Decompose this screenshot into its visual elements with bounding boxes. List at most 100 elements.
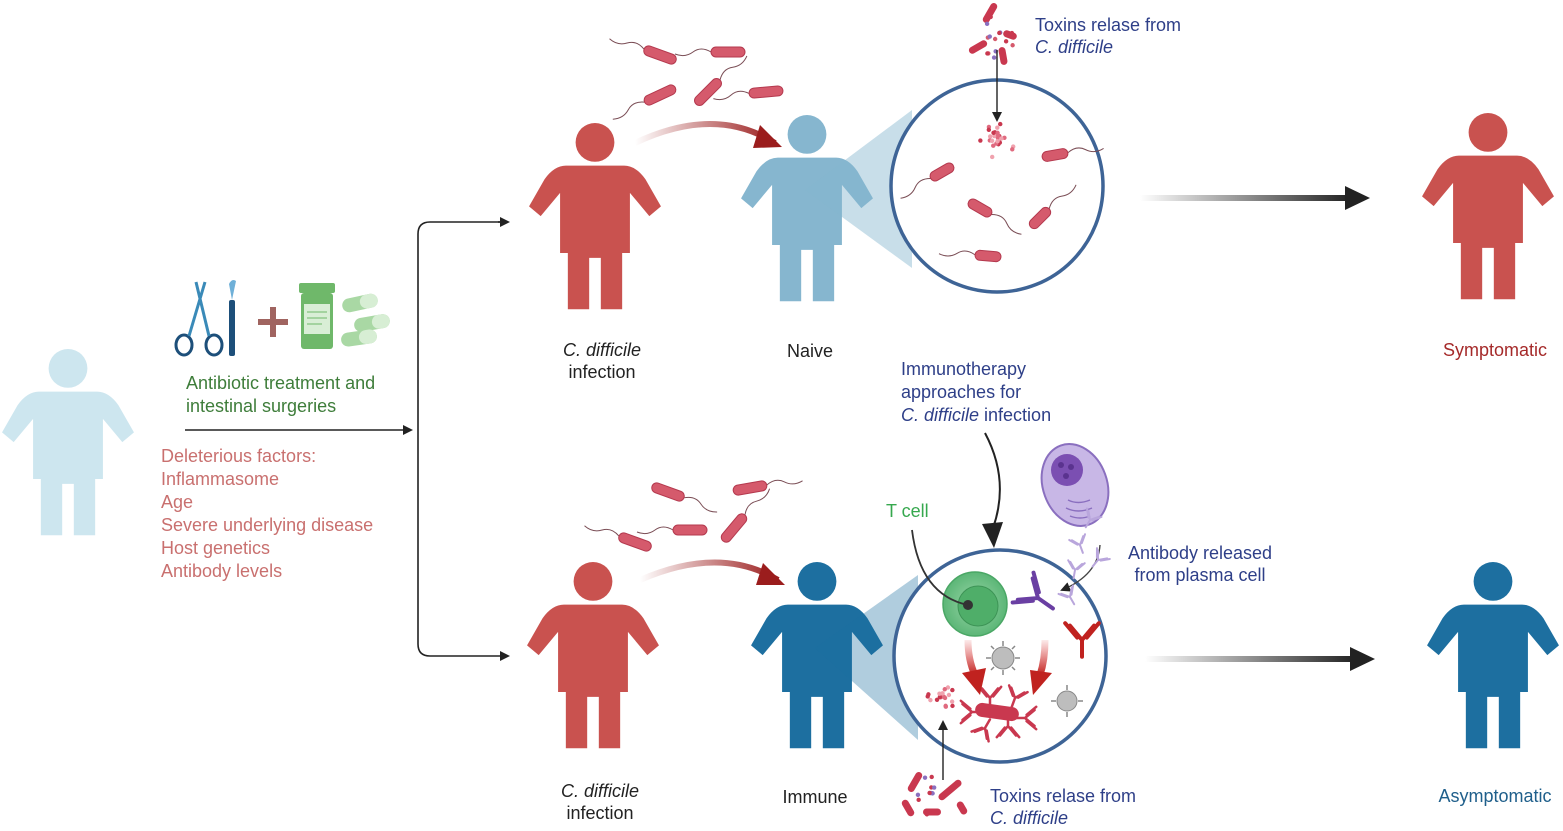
antibody-icon	[1007, 684, 1029, 709]
toxin-dot	[934, 697, 940, 702]
person-body	[2, 391, 134, 536]
toxin-dot	[991, 55, 997, 60]
top-infection-word: infection	[568, 362, 636, 382]
treatment-line-1: Antibiotic treatment and	[186, 373, 376, 393]
person-head	[575, 122, 615, 162]
branch-trunk	[417, 221, 510, 661]
toxin-dot	[995, 139, 1000, 144]
antibody-icon	[1091, 547, 1111, 568]
top-infection-organism: C. difficile	[562, 340, 642, 360]
bacterium-icon	[674, 46, 746, 58]
branch-connector	[185, 217, 510, 661]
antibody-icon	[1012, 705, 1038, 731]
antibody-icon	[1063, 621, 1101, 659]
bacterium-icon	[732, 479, 803, 496]
virus-icon	[1051, 685, 1083, 717]
toxin-dot	[978, 138, 983, 143]
pill-bottle-icon	[299, 283, 335, 349]
toxin-dot	[937, 691, 942, 696]
immunotherapy-word: infection	[979, 405, 1052, 425]
immunotherapy-line-2: approaches for	[901, 382, 1022, 402]
toxin-rod	[907, 772, 923, 792]
toxin-rod	[982, 3, 998, 23]
toxin-dot	[984, 21, 990, 27]
immune-label: Immune	[782, 787, 848, 807]
bacterium-icon	[1041, 147, 1104, 162]
toxin-dot	[1010, 43, 1015, 48]
toxin-dot	[928, 697, 933, 703]
toxin-dot	[989, 138, 995, 143]
antibody-icon	[1057, 584, 1076, 606]
antibody-icon	[1010, 570, 1055, 611]
toxin-dot	[915, 792, 921, 798]
person-head	[797, 562, 837, 601]
person-head	[48, 349, 88, 388]
antibody-icon	[1068, 533, 1087, 554]
outcome-arrowhead-bottom	[1350, 647, 1375, 671]
toxin-dot	[927, 790, 932, 796]
bacterium-icon	[694, 55, 748, 106]
immunotherapy-line-1: Immunotherapy	[901, 359, 1027, 379]
antibody-icon	[970, 718, 992, 743]
bacterium-icon	[938, 249, 1002, 263]
asymptomatic-label: Asymptomatic	[1438, 786, 1552, 806]
bacterium-icon	[584, 525, 652, 552]
toxin-dot	[985, 51, 990, 56]
person-body	[751, 604, 883, 749]
immunotherapy-arrow	[984, 432, 1001, 529]
toxin-rod	[956, 801, 968, 815]
symptomatic-label: Symptomatic	[1442, 340, 1548, 360]
neutralize-arrowhead-right	[1030, 670, 1052, 695]
immunotherapy-organism: C. difficile	[901, 405, 980, 425]
scissors-icon	[174, 281, 224, 357]
transmission-arrowhead-top	[753, 125, 782, 148]
antibody-line-1: Antibody released	[1127, 543, 1273, 563]
antibodies-layer	[959, 507, 1111, 743]
bottom-toxins-line-1: Toxins relase from	[990, 786, 1137, 806]
bacterium-icon	[1028, 184, 1077, 230]
toxin-rod	[901, 799, 915, 817]
bottom-infection-organism: C. difficile	[560, 781, 640, 801]
toxin-dot	[991, 143, 996, 148]
toxin-rod	[998, 47, 1008, 65]
person-body	[529, 165, 661, 310]
toxin-rod	[1003, 30, 1017, 40]
bacterium-icon	[636, 524, 708, 536]
toxin-dots-layer	[901, 3, 1017, 817]
treatment-label: Antibiotic treatment and intestinal surg…	[186, 372, 375, 418]
scalpel-icon	[229, 280, 236, 356]
person-asymptomatic-icon	[1427, 562, 1559, 749]
person-naive-icon	[741, 114, 873, 302]
person-head	[787, 114, 827, 154]
factor-item: Inflammasome	[161, 469, 280, 489]
toxin-dot	[949, 699, 955, 704]
toxin-dot	[986, 127, 992, 133]
factor-item: Antibody levels	[161, 561, 283, 581]
bacterium-icon	[713, 85, 784, 101]
bottom-toxins-label: Toxins relase from C. difficile	[990, 785, 1136, 829]
zoom-cone-bottom	[815, 575, 918, 740]
immunotherapy-line-3: C. difficile infection	[901, 404, 1051, 427]
toxin-dot	[997, 30, 1002, 36]
toxin-dot	[998, 121, 1003, 127]
antibody-icon	[1067, 559, 1086, 580]
top-toxins-line-2: C. difficile	[1035, 37, 1114, 57]
person-body	[527, 604, 659, 749]
person-infected-top-icon	[529, 122, 661, 310]
deleterious-factors-list: Deleterious factors: Inflammasome Age Se…	[161, 445, 373, 583]
treatment-line-2: intestinal surgeries	[186, 396, 337, 416]
person-head	[1473, 562, 1513, 601]
person-baseline-icon	[2, 349, 134, 536]
toxin-rod	[938, 779, 962, 801]
bacteria-layer	[584, 38, 1104, 552]
toxin-dot	[924, 812, 930, 817]
top-toxins-line-1: Toxins relase from	[1035, 15, 1182, 35]
antibody-icon	[1084, 507, 1103, 529]
person-body	[1427, 604, 1559, 749]
immunotherapy-arrowhead	[982, 522, 1003, 548]
plus-icon	[258, 307, 288, 337]
plasma-cell-icon	[1040, 443, 1110, 527]
immunotherapy-label: Immunotherapy approaches for C. difficil…	[901, 358, 1051, 427]
factor-item: Severe underlying disease	[161, 515, 374, 535]
toxin-dot	[992, 36, 998, 42]
